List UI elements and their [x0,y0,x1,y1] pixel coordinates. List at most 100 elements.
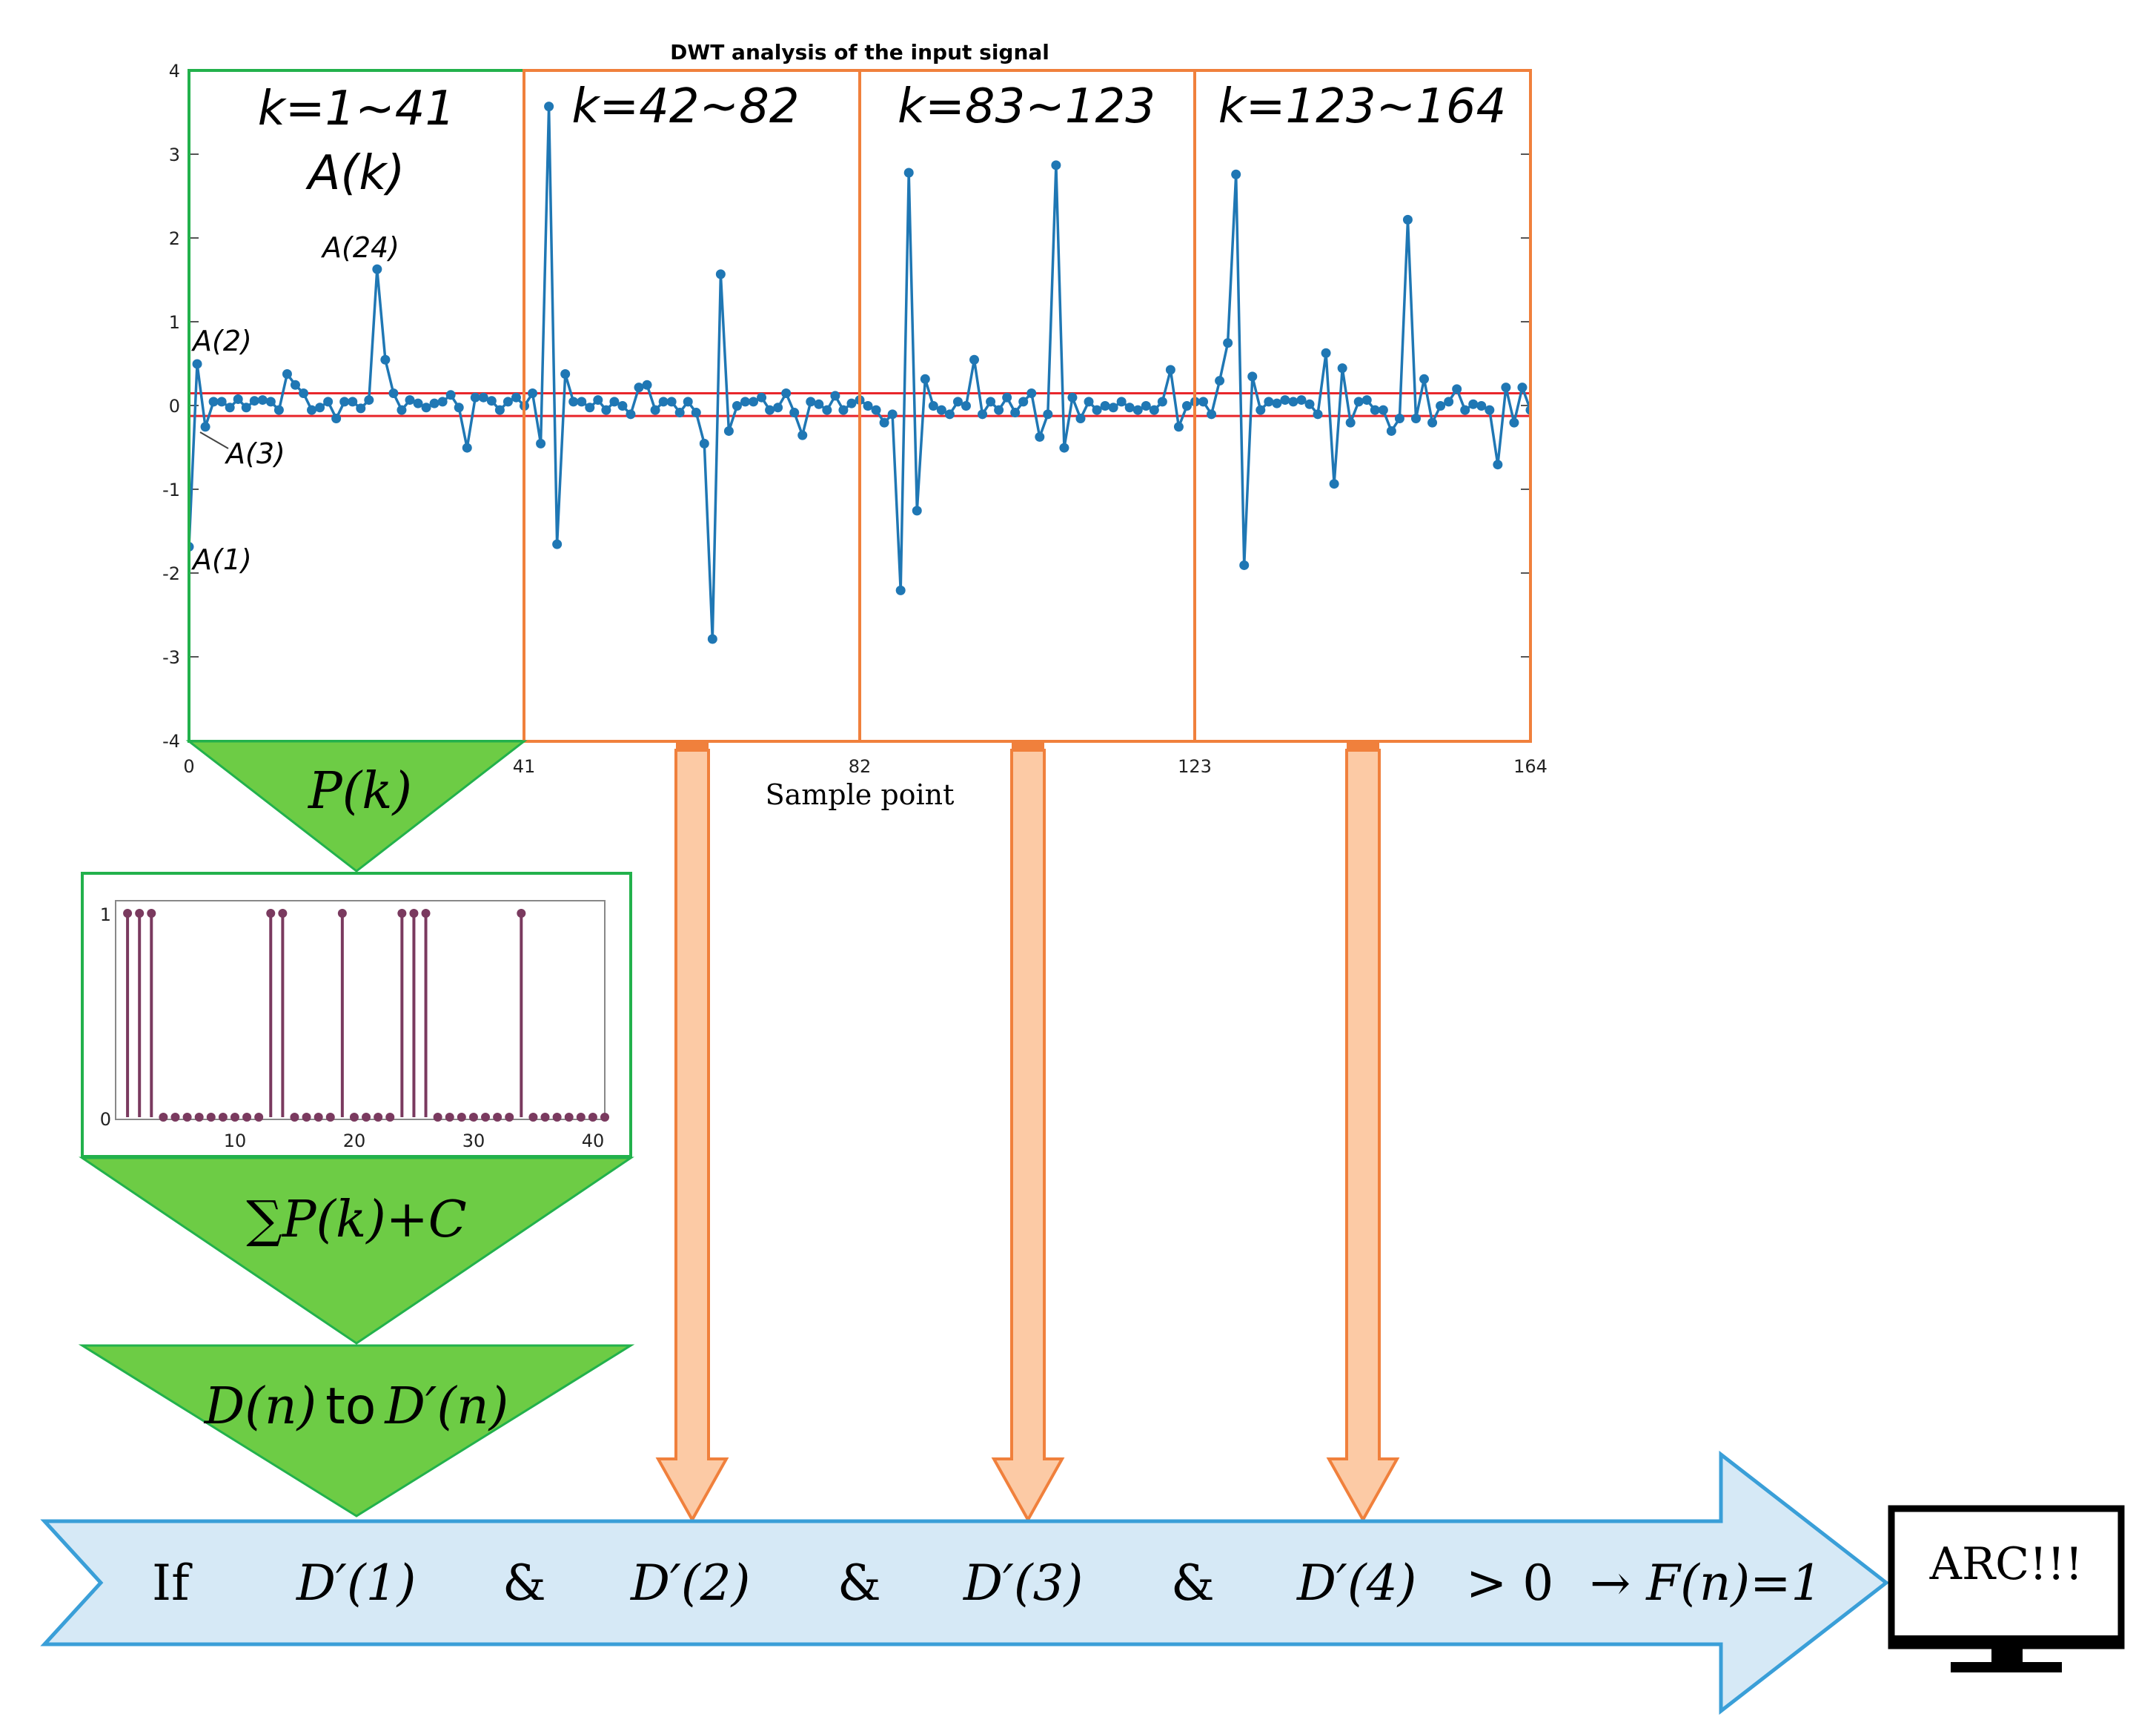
signal-point [249,396,259,406]
signal-point [528,388,538,399]
signal-point [944,409,955,420]
signal-point [781,388,792,399]
signal-point [1329,479,1339,489]
y-tick: 0 [169,396,180,417]
signal-point [1239,560,1250,570]
signal-point [397,405,407,415]
pk-x-tick: 10 [224,1131,247,1151]
signal-point [552,539,563,549]
signal-point [1010,408,1021,418]
signal-point [1247,371,1258,382]
signal-point [1075,413,1086,423]
pk-stem-marker [325,1113,335,1122]
annotation-a3-leader [199,431,229,449]
signal-point [502,397,513,407]
signal-point [1460,405,1470,415]
condition-gt-zero: > 0 [1466,1555,1553,1612]
signal-point [470,392,480,403]
signal-point [577,397,587,407]
signal-point [1345,417,1356,428]
signal-point [887,409,898,420]
signal-point [1084,397,1094,407]
pk-stem-marker [552,1113,562,1122]
pk-y-tick: 0 [100,1109,111,1130]
pk-stem-marker [314,1113,323,1122]
condition-d3: D′(3) [963,1555,1083,1612]
x-axis-label: Sample point [766,778,955,811]
signal-point [1370,405,1380,415]
signal-point [307,405,317,415]
signal-point [674,408,685,418]
funnel-to: to [325,1377,376,1436]
signal-point [331,413,342,423]
signal-point [1468,399,1479,409]
signal-point [1157,397,1167,407]
pk-stem-marker [290,1113,299,1122]
orange-arrow-3 [991,741,1065,1523]
condition-amp-3: & [1171,1555,1215,1612]
signal-point [1059,443,1069,453]
signal-point [388,388,399,399]
signal-point [413,398,423,408]
signal-point [749,397,759,407]
signal-point [1419,374,1430,384]
signal-point [723,426,734,436]
pk-chart-plot-area [123,909,609,1122]
pk-stem-marker [254,1113,264,1122]
orange-arrow-4-cap [1347,741,1379,750]
y-tick: -3 [162,647,180,668]
signal-point [511,392,521,403]
signal-point [1509,417,1519,428]
funnel-step-sum [79,1156,634,1345]
signal-point [903,168,914,178]
pk-stem-marker [505,1113,514,1122]
orange-arrow-3-shaft [991,749,1065,1523]
pk-stem-marker [600,1113,609,1122]
orange-arrow-2 [655,741,729,1523]
segment-label-1: k=1~41 [258,82,455,136]
pk-stem-marker [218,1113,228,1122]
signal-point [601,405,611,415]
condition-arrow: If D′(1) & D′(2) & D′(3) & D′(4) > 0 → F… [40,1450,1890,1715]
signal-point [1402,214,1413,225]
pk-stem-marker [182,1113,192,1122]
pk-stem-marker [230,1113,239,1122]
signal-point [1207,409,1217,420]
pk-stem-marker [266,909,276,918]
pk-stem-marker [445,1113,454,1122]
signal-point [1517,383,1528,393]
x-tick: 164 [1513,756,1548,777]
pk-stem-marker [349,1113,359,1122]
pk-y-tick: 1 [100,904,111,925]
y-tick-labels: 4 3 2 1 0 -1 -2 -3 -4 [162,61,180,752]
signal-point [797,430,808,440]
orange-arrow-2-shaft [655,749,729,1523]
signal-point [863,401,873,411]
pk-stem-marker [147,909,156,918]
signal-point [1141,401,1151,411]
signal-point [1002,392,1012,403]
signal-point [1256,405,1266,415]
signal-point [1280,395,1290,406]
x-tick: 0 [183,756,194,777]
signal-point [192,359,202,369]
pk-stem-marker [397,909,407,918]
signal-point [445,390,456,400]
signal-point [462,443,472,453]
pk-stem-marker [409,909,419,918]
signal-point [486,396,497,406]
pk-stem-marker [421,909,431,918]
signal-point [1067,392,1078,403]
signal-point [912,506,922,516]
signal-point [454,403,464,413]
signal-point [290,380,300,390]
funnel-step-pk [185,740,528,873]
signal-point [429,398,440,408]
pk-x-tick: 30 [462,1131,485,1151]
signal-point [1132,405,1143,415]
signal-point [1124,403,1135,413]
signal-point [380,354,391,365]
